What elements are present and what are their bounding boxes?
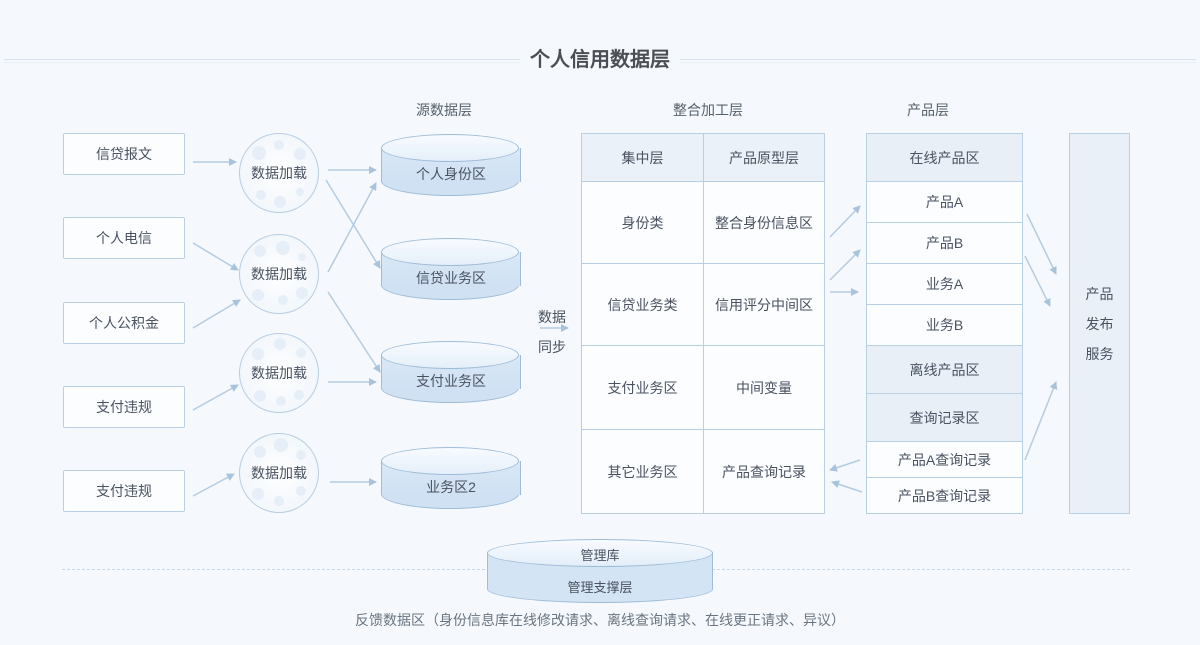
offline-product-header: 离线产品区 bbox=[867, 346, 1022, 393]
arrow-query-publish bbox=[1024, 381, 1058, 461]
product-a-query-record: 产品A查询记录 bbox=[897, 451, 992, 468]
arrow-queryB-back bbox=[831, 480, 863, 493]
online-product-header: 在线产品区 bbox=[867, 134, 1022, 182]
cell-payment: 支付业务区 bbox=[607, 380, 678, 396]
arrow-int-productB bbox=[829, 249, 861, 281]
product-a: 产品A bbox=[925, 194, 964, 210]
integration-table: 集中层 产品原型层 身份类 整合身份信息区 信贷业务类 信用评分中间区 支付业务… bbox=[581, 133, 825, 514]
business-a: 业务A bbox=[925, 276, 964, 292]
sync-line-2: 同步 bbox=[538, 339, 566, 355]
arrow-online-publish-1 bbox=[1026, 213, 1057, 275]
arrow-int-productA bbox=[829, 205, 861, 238]
arrow-load2-zone1 bbox=[327, 182, 377, 273]
source-box-payment-violation-2: 支付违规 bbox=[63, 470, 185, 512]
diagram-title: 个人信用数据层 bbox=[520, 40, 680, 74]
arrow-load2-zone3 bbox=[327, 291, 381, 373]
source-box-payment-violation-1: 支付违规 bbox=[63, 386, 185, 428]
source-box-credit-report: 信贷报文 bbox=[63, 133, 185, 175]
publish-line-1: 产品 bbox=[1085, 285, 1114, 302]
cell-identity-merge: 整合身份信息区 bbox=[715, 215, 813, 231]
header-prototype: 产品原型层 bbox=[704, 134, 824, 182]
data-load-circle-1: 数据加载 bbox=[239, 133, 319, 213]
zone-label: 个人身份区 bbox=[416, 166, 486, 182]
product-b-query-record: 产品B查询记录 bbox=[897, 487, 992, 504]
header-centralized: 集中层 bbox=[582, 134, 703, 182]
data-load-label: 数据加载 bbox=[251, 365, 307, 381]
arrow-queryA-back bbox=[829, 459, 861, 472]
data-sync-label: 数据 同步 bbox=[530, 302, 574, 362]
query-record-header: 查询记录区 bbox=[867, 394, 1022, 441]
business-b: 业务B bbox=[925, 317, 964, 333]
product-column: 在线产品区 产品A 产品B 业务A 业务B 离线产品区 查询记录区 产品A查询记… bbox=[866, 133, 1023, 514]
zone-cylinder-payment: 支付业务区 bbox=[381, 341, 521, 403]
cell-query-record: 产品查询记录 bbox=[722, 463, 806, 480]
arrow-online-publish-2 bbox=[1024, 255, 1051, 307]
title-rule-right bbox=[680, 59, 1196, 60]
zone-label: 业务区2 bbox=[426, 479, 476, 495]
cell-identity: 身份类 bbox=[621, 215, 664, 231]
section-integration-label: 整合加工层 bbox=[673, 102, 743, 118]
section-product-label: 产品层 bbox=[907, 102, 949, 118]
product-b: 产品B bbox=[925, 235, 964, 251]
publish-line-3: 服务 bbox=[1085, 345, 1114, 362]
arrow-src5-load4 bbox=[192, 473, 235, 497]
title-rule-right-2 bbox=[680, 62, 1196, 63]
management-db-label: 管理库 bbox=[580, 548, 620, 563]
cell-mid-variable: 中间变量 bbox=[736, 380, 792, 396]
zone-cylinder-identity: 个人身份区 bbox=[381, 134, 521, 196]
sync-line-1: 数据 bbox=[538, 309, 566, 325]
arrow-src4-load3 bbox=[192, 384, 239, 411]
zone-cylinder-credit: 信贷业务区 bbox=[381, 238, 521, 300]
cell-other: 其它业务区 bbox=[607, 463, 678, 480]
management-cylinder: 管理库 管理支撑层 bbox=[487, 539, 713, 603]
zone-label: 信贷业务区 bbox=[416, 270, 486, 286]
title-rule-left-2 bbox=[4, 62, 520, 63]
zone-cylinder-business2: 业务区2 bbox=[381, 447, 521, 509]
cell-credit: 信贷业务类 bbox=[607, 297, 678, 313]
data-load-label: 数据加载 bbox=[251, 266, 307, 282]
arrow-load1-zone2 bbox=[325, 179, 381, 269]
data-load-circle-2: 数据加载 bbox=[239, 234, 319, 314]
arrow-src2-load2 bbox=[192, 242, 239, 271]
section-source-label: 源数据层 bbox=[416, 102, 472, 118]
product-publish-service: 产品 发布 服务 bbox=[1069, 133, 1130, 514]
feedback-data-caption: 反馈数据区（身份信息库在线修改请求、离线查询请求、在线更正请求、异议） bbox=[355, 612, 845, 628]
data-load-circle-3: 数据加载 bbox=[239, 333, 319, 413]
title-rule-left bbox=[4, 59, 520, 60]
management-support-label: 管理支撑层 bbox=[567, 580, 633, 595]
zone-label: 支付业务区 bbox=[416, 373, 486, 389]
source-box-housing-fund: 个人公积金 bbox=[63, 302, 185, 344]
cell-score-mid: 信用评分中间区 bbox=[715, 297, 813, 313]
data-load-circle-4: 数据加载 bbox=[239, 433, 319, 513]
source-box-telecom: 个人电信 bbox=[63, 217, 185, 259]
data-load-label: 数据加载 bbox=[251, 165, 307, 181]
arrow-src3-load2 bbox=[192, 299, 241, 329]
publish-line-2: 发布 bbox=[1085, 315, 1114, 332]
data-load-label: 数据加载 bbox=[251, 465, 307, 481]
